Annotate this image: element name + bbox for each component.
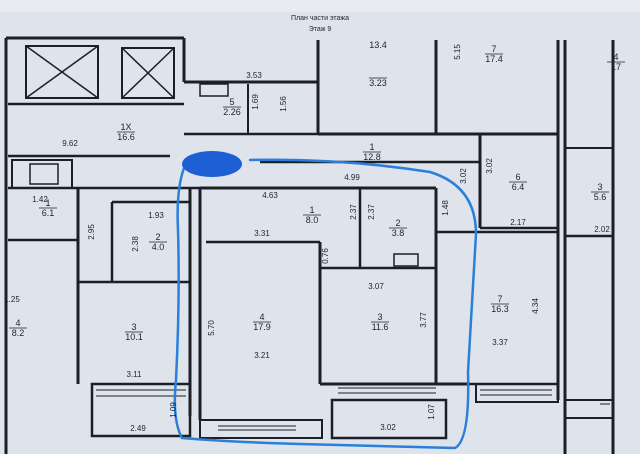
room-area: 10.1 [125, 332, 143, 342]
room-number: 7 [491, 44, 496, 54]
dimension-label: 2.95 [87, 224, 96, 240]
paper-top-strip [0, 0, 640, 12]
room-area: 3.8 [392, 228, 405, 238]
room-label-r-2a: 24.0 [149, 232, 167, 252]
room-number: 2 [155, 232, 160, 242]
room-number: 1 [309, 205, 314, 215]
room-label-r-4a: 417 [607, 52, 625, 72]
room-area: 6.1 [42, 208, 55, 218]
dimension-label: 3.31 [254, 229, 270, 238]
blue-ink-blot [182, 151, 242, 177]
room-label-r-4c: 417.9 [253, 312, 271, 332]
room-label-r-3c: 311.6 [371, 312, 389, 332]
dimension-label: 2.49 [130, 424, 146, 433]
dimension-label: 3.02 [459, 168, 468, 184]
room-area: 6.4 [512, 182, 525, 192]
room-number: 7 [497, 294, 502, 304]
dimension-label: 9.62 [62, 139, 78, 148]
room-number: 4 [613, 52, 618, 62]
room-number: 5 [229, 97, 234, 107]
dimension-label: 1.48 [441, 200, 450, 216]
room-area: 2.26 [223, 107, 241, 117]
dimension-label: 1.09 [169, 402, 178, 418]
room-label-r-5s: 52.26 [223, 97, 241, 117]
room-area: 16.3 [491, 304, 509, 314]
room-label-r-3a: 35.6 [591, 182, 609, 202]
room-area: 8.2 [12, 328, 25, 338]
room-number: 4 [15, 318, 20, 328]
room-number: 3 [377, 312, 382, 322]
dimension-label: 1.07 [427, 404, 436, 420]
room-area: 4.0 [152, 242, 165, 252]
room-label-r-2b: 23.8 [389, 218, 407, 238]
dimension-label: 2.37 [367, 204, 376, 220]
room-number: 6 [515, 172, 520, 182]
dimension-labels: 3.53 1.69 1.56 5.15 9.62 4.99 3.02 3.02 4.63 1.42… [4, 44, 610, 433]
dimension-label: 3.11 [127, 370, 143, 379]
walls [4, 36, 615, 454]
room-number: 4 [259, 312, 264, 322]
plan-title: План части этажа [291, 15, 349, 22]
room-number: 3 [131, 322, 136, 332]
dimension-label: 4.99 [344, 173, 360, 182]
dimension-label: 1.93 [148, 211, 164, 220]
room-label-r-7a: 717.4 [485, 44, 503, 64]
dimension-label: 1.56 [279, 96, 288, 112]
dimension-label: 4.34 [531, 298, 540, 314]
room-area: 17.9 [253, 322, 271, 332]
dimension-label: 2.37 [349, 204, 358, 220]
dimension-label: 1.42 [32, 195, 48, 204]
dimension-label: 3.77 [419, 312, 428, 328]
dimension-label: 4.63 [262, 191, 278, 200]
room-label-r-13: 13.4 [369, 40, 387, 50]
dimension-label: 2.38 [131, 236, 140, 252]
dimension-label: 3.53 [246, 71, 262, 80]
room-area: 17.4 [485, 54, 503, 64]
room-number: 13.4 [369, 40, 387, 50]
dimension-label: 5.15 [453, 44, 462, 60]
room-label-r-1b: 16.1 [39, 198, 57, 218]
dimension-label: 3.37 [492, 338, 508, 347]
room-area: 11.6 [372, 322, 389, 332]
dimension-label: 3.21 [254, 351, 270, 360]
room-area: 5.6 [594, 192, 607, 202]
room-label-r-1c: 18.0 [303, 205, 321, 225]
room-area: 8.0 [306, 215, 319, 225]
room-number: 2 [395, 218, 400, 228]
room-area: 17 [611, 62, 621, 72]
room-label-r-3b: 310.1 [125, 322, 143, 342]
dimension-label: 1.69 [251, 94, 260, 110]
dimension-label: 3.02 [485, 158, 494, 174]
room-area: 16.6 [117, 132, 135, 142]
room-label-r-6: 66.4 [509, 172, 527, 192]
room-area: 3.23 [369, 78, 387, 88]
room-label-r-323: 3.23 [369, 77, 387, 88]
room-label-r-7b: 716.3 [491, 294, 509, 314]
dimension-label: 2.17 [510, 218, 526, 227]
room-area: 12.8 [363, 152, 381, 162]
dimension-label: 0.76 [321, 248, 330, 264]
plan-subtitle: Этаж 9 [309, 26, 332, 33]
room-number: 3 [597, 182, 602, 192]
room-number: 1X [120, 122, 131, 132]
room-label-r-4b: 48.2 [9, 318, 27, 338]
room-label-r-1: 112.8 [363, 142, 381, 162]
dimension-label: 3.02 [380, 423, 396, 432]
room-number: 1 [369, 142, 374, 152]
dimension-label: 1.25 [4, 295, 20, 304]
dimension-label: 5.70 [207, 320, 216, 336]
dimension-label: 3.07 [368, 282, 384, 291]
room-number: 1 [45, 198, 50, 208]
blue-outline-annotation [173, 158, 478, 450]
dimension-label: 2.02 [594, 225, 610, 234]
